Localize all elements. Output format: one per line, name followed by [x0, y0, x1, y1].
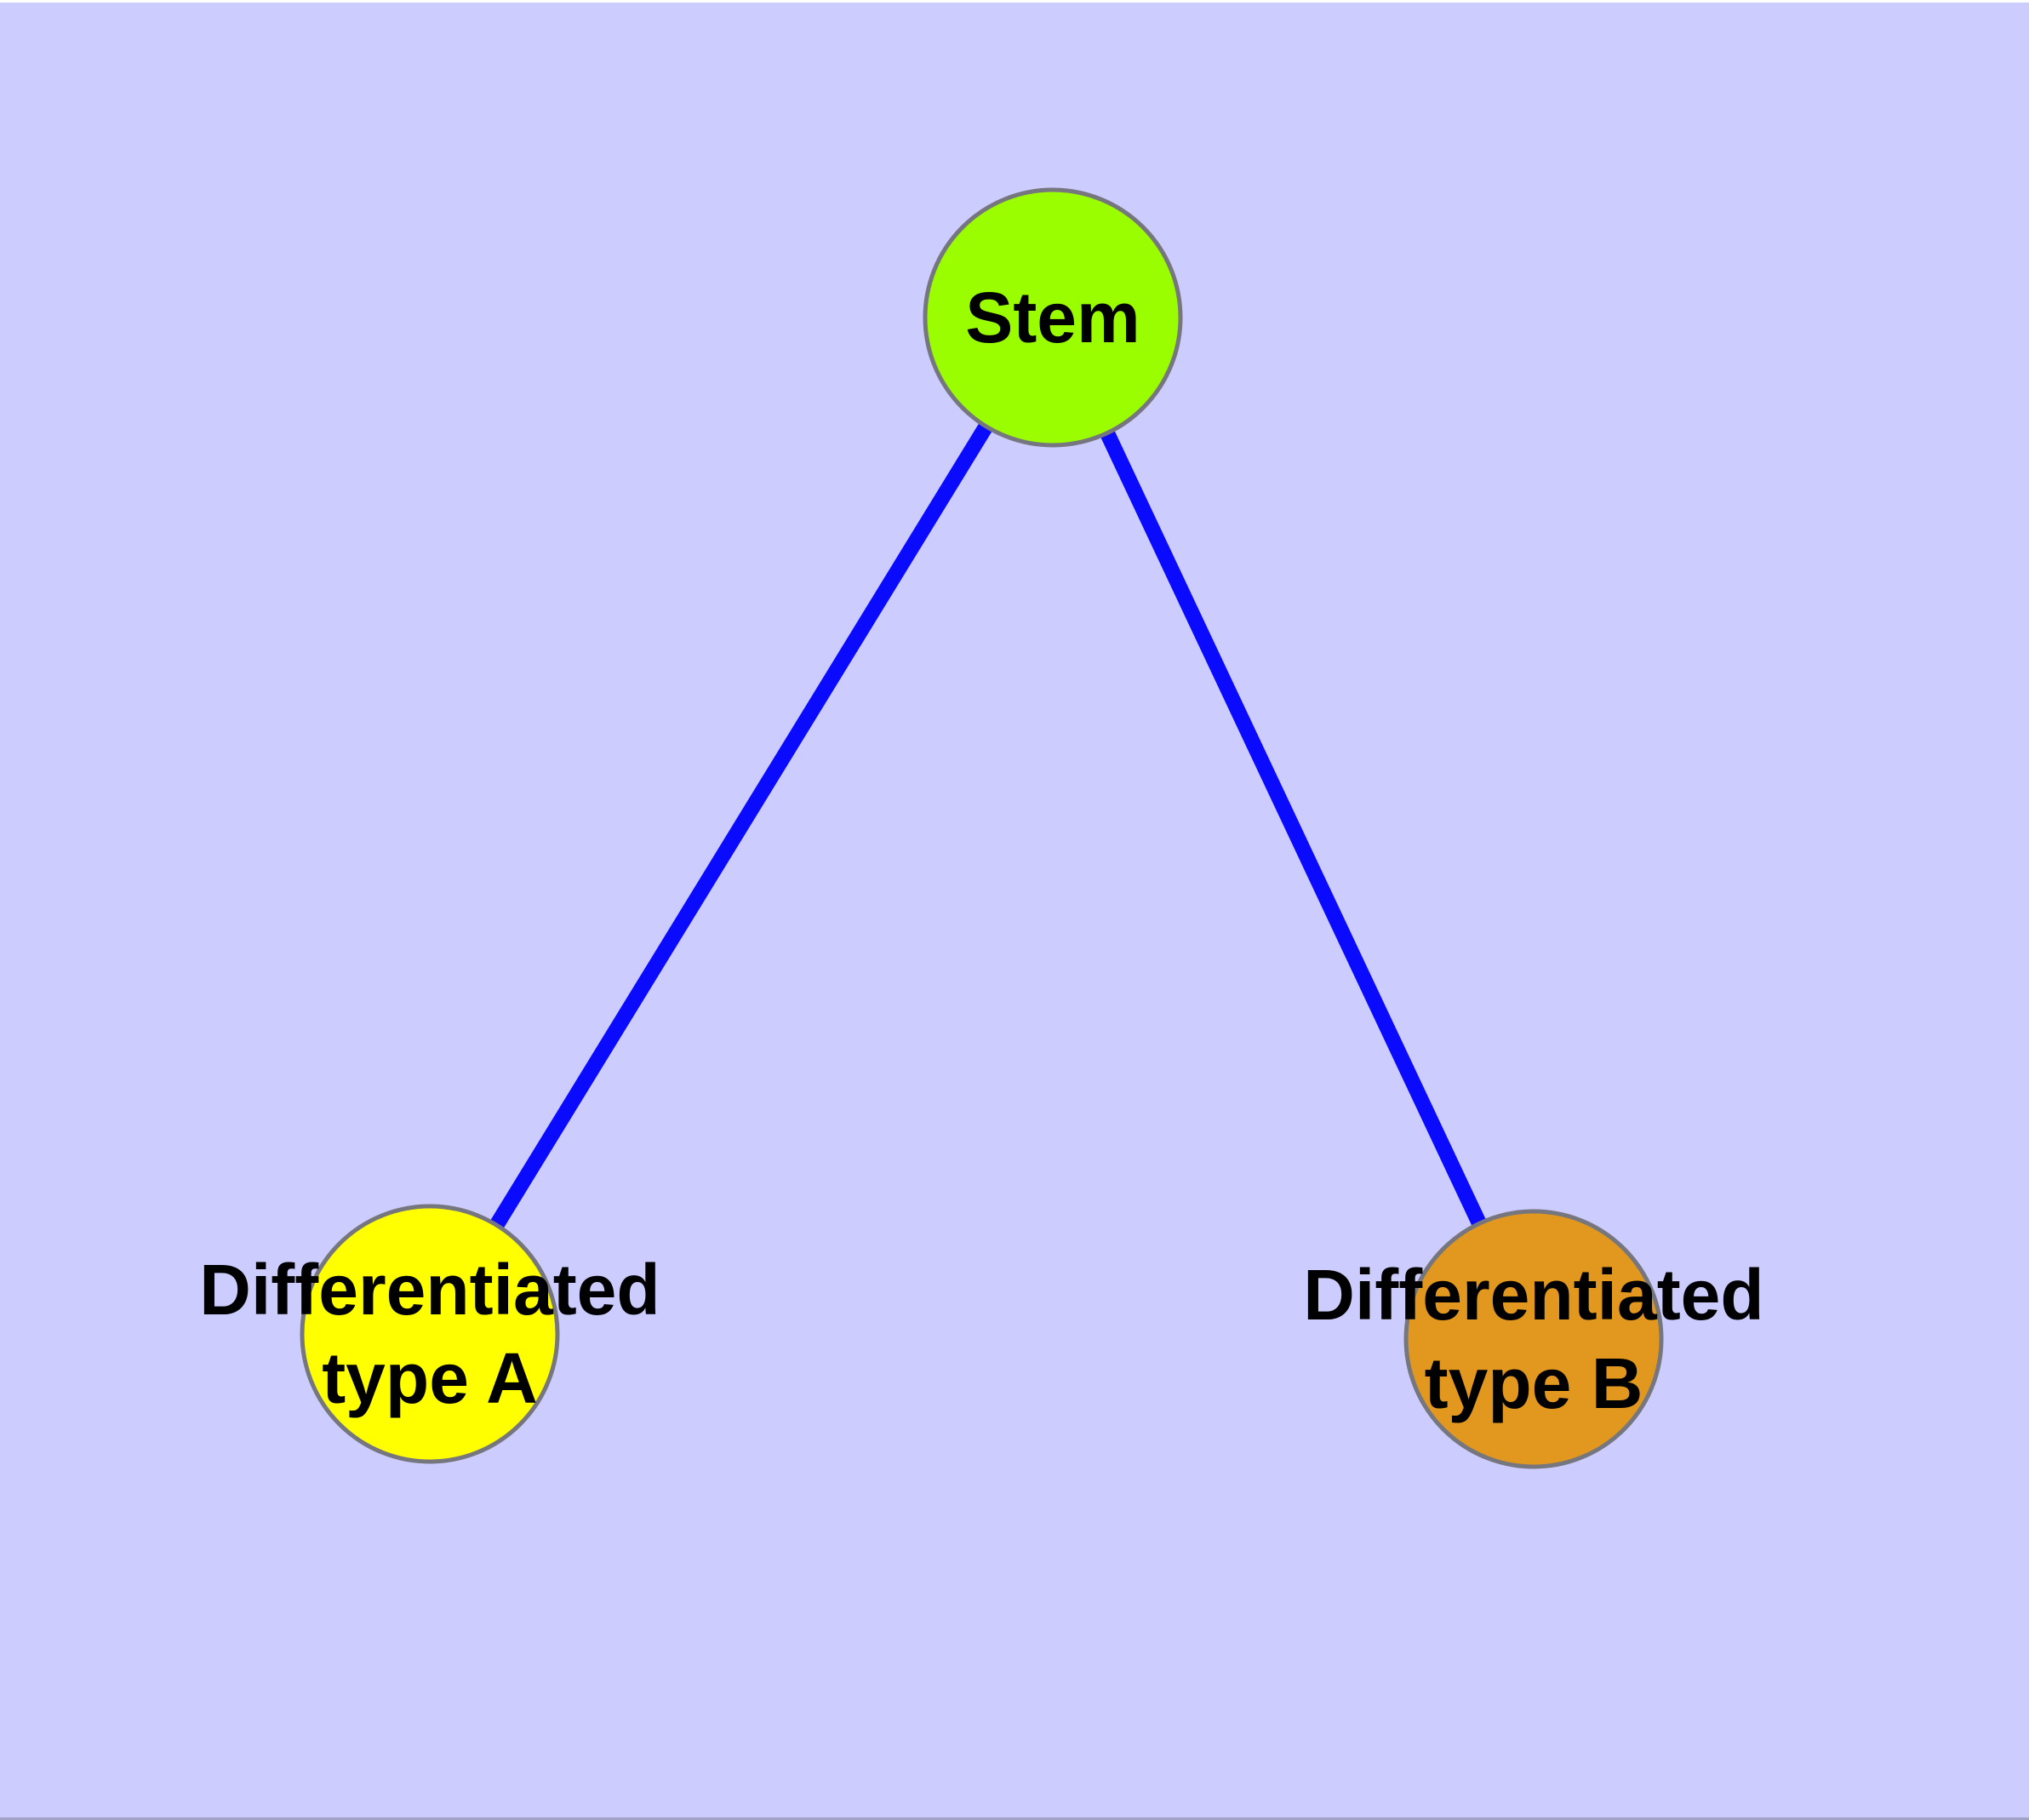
node-type-a-label-line2: type A	[322, 1338, 538, 1418]
top-margin-strip	[0, 0, 2029, 3]
edge-stem-to-type-a	[423, 313, 1060, 1338]
node-stem-label-text: Stem	[965, 278, 1140, 358]
bottom-margin-strip	[0, 1817, 2029, 1820]
node-stem-circle[interactable]	[923, 187, 1183, 448]
node-type-b-label-line2: type B	[1424, 1343, 1643, 1423]
node-type-b-label-line1: Differentiated	[1303, 1255, 1764, 1335]
node-type-a-label: Differentiated type A	[199, 1245, 660, 1422]
node-stem-label: Stem	[965, 273, 1140, 362]
node-type-b-circle[interactable]	[1403, 1209, 1664, 1469]
node-type-b-label: Differentiated type B	[1303, 1251, 1763, 1428]
edge-stem-to-type-b	[1045, 314, 1541, 1342]
node-type-a-label-line1: Differentiated	[199, 1250, 660, 1330]
node-type-a-circle[interactable]	[300, 1204, 560, 1464]
